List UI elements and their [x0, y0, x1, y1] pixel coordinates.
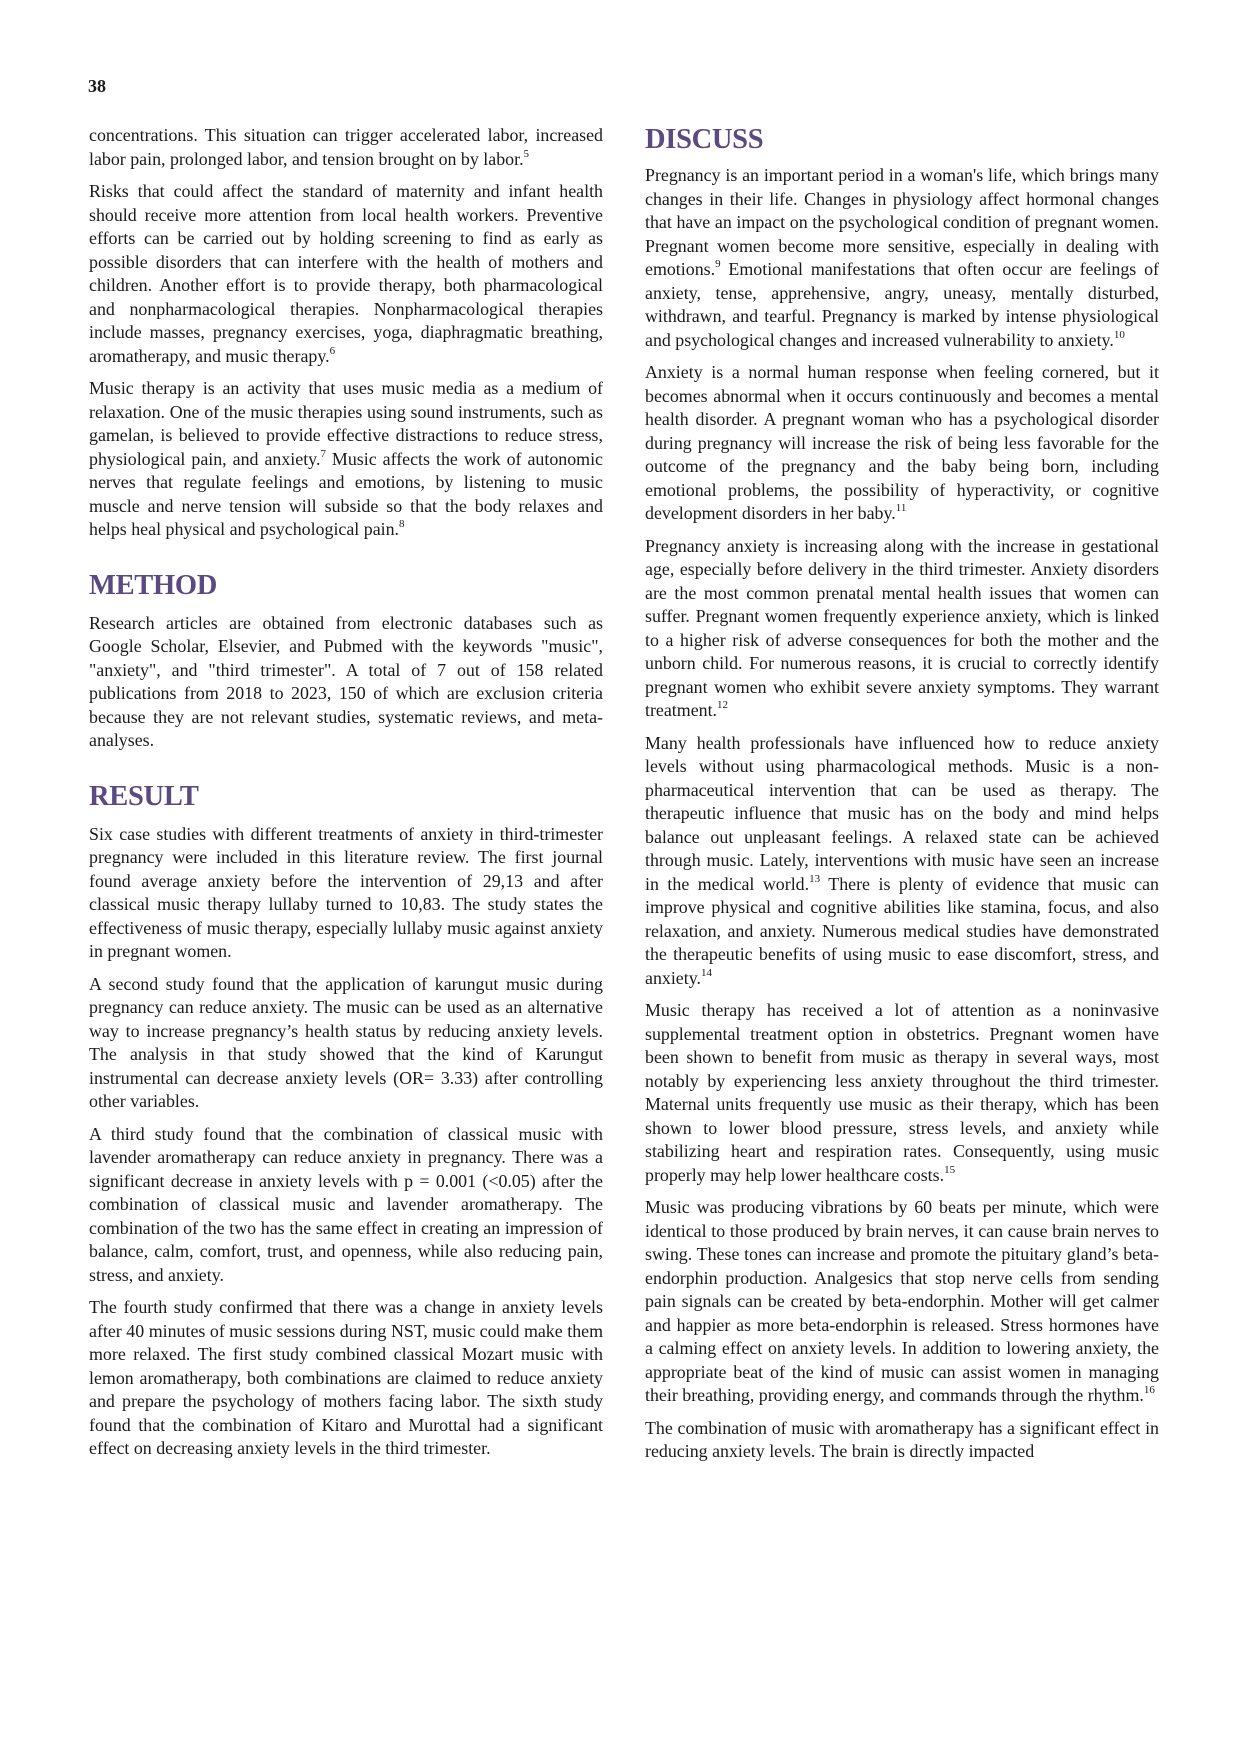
citation-ref: 6	[329, 344, 336, 357]
discuss-paragraph: Many health professionals have influence…	[645, 732, 1159, 991]
left-column: concentrations. This situation can trigg…	[89, 124, 603, 1470]
citation-ref: 12	[717, 699, 729, 712]
citation-ref: 13	[809, 872, 821, 885]
discuss-paragraph: Music therapy has received a lot of atte…	[645, 999, 1159, 1187]
paragraph: concentrations. This situation can trigg…	[89, 124, 603, 171]
discuss-paragraph: The combination of music with aromathera…	[645, 1417, 1159, 1462]
right-column: DISCUSS Pregnancy is an important period…	[645, 122, 1159, 1473]
result-paragraph: A third study found that the combination…	[89, 1123, 603, 1285]
citation-ref: 11	[895, 502, 907, 515]
section-heading-discuss: DISCUSS	[645, 124, 764, 155]
paragraph-text: Music therapy is an activity that uses m…	[89, 378, 603, 469]
paragraph-text: Risks that could affect the standard of …	[89, 181, 603, 366]
paragraph-text: There is plenty of evidence that music c…	[645, 873, 1159, 988]
paragraph-text: Anxiety is a normal human response when …	[645, 362, 1159, 523]
paragraph-text: Pregnancy anxiety is increasing along wi…	[645, 535, 1159, 721]
paragraph-text: Music was producing vibrations by 60 bea…	[645, 1197, 1159, 1405]
citation-ref: 16	[1143, 1384, 1155, 1397]
discuss-paragraph: Anxiety is a normal human response when …	[645, 361, 1159, 526]
citation-ref: 9	[715, 258, 721, 271]
paragraph-text: Music affects the work of autonomic nerv…	[89, 448, 603, 540]
discuss-paragraph: Music was producing vibrations by 60 bea…	[645, 1196, 1159, 1408]
paragraph-text: Music therapy has received a lot of atte…	[645, 1000, 1159, 1185]
citation-ref: 10	[1113, 328, 1125, 341]
discuss-paragraph: Pregnancy is an important period in a wo…	[645, 164, 1159, 352]
paragraph-text: Emotional manifestations that often occu…	[645, 259, 1159, 350]
citation-ref: 14	[700, 966, 712, 979]
page-number: 38	[88, 76, 106, 96]
paragraph-text: Pregnancy is an important period in a wo…	[645, 165, 1159, 279]
method-paragraph: Research articles are obtained from elec…	[89, 612, 603, 751]
section-heading-result: RESULT	[89, 780, 199, 812]
paragraph-text: Many health professionals have influence…	[645, 732, 1159, 894]
citation-ref: 8	[399, 518, 405, 531]
citation-ref: 5	[523, 147, 530, 160]
citation-ref: 7	[320, 447, 326, 460]
section-heading-method: METHOD	[89, 569, 218, 601]
result-paragraph: Six case studies with different treatmen…	[89, 823, 603, 962]
paragraph: Risks that could affect the standard of …	[89, 180, 603, 368]
citation-ref: 15	[944, 1163, 956, 1176]
paragraph-text: concentrations. This situation can trigg…	[89, 125, 603, 169]
discuss-paragraph: Pregnancy anxiety is increasing along wi…	[645, 535, 1159, 723]
result-paragraph: A second study found that the applicatio…	[89, 973, 603, 1112]
result-paragraph: The fourth study confirmed that there wa…	[89, 1297, 603, 1458]
paragraph: Music therapy is an activity that uses m…	[89, 377, 603, 542]
